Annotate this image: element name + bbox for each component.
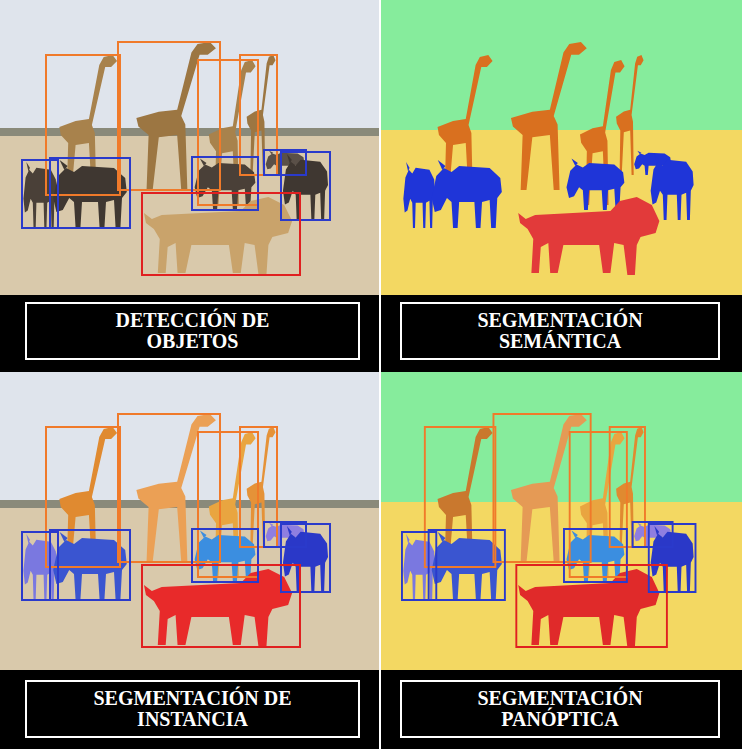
lion-mask [518,197,659,275]
bounding-box [264,522,306,547]
lion-mask [144,569,292,647]
bounding-box [402,532,436,600]
caption-band [0,295,379,372]
ground [0,128,379,295]
bounding-box [118,42,220,190]
wildebeest-mask [195,531,256,582]
caption-box: SEGMENTACIÓN DE INSTANCIA [25,680,360,738]
ground [0,500,379,670]
bounding-box [264,150,306,175]
ground-mask [381,130,742,295]
wildebeest-mask [432,160,502,228]
caption-band [0,670,379,749]
caption-box: SEGMENTACIÓN SEMÁNTICA [400,302,720,360]
bounding-box [50,158,130,228]
lion [144,197,292,275]
bounding-box [118,414,220,562]
wildebeest-mask [566,531,624,582]
caption-box: SEGMENTACIÓN PANÓPTICA [400,680,720,738]
bounding-box [649,524,696,592]
caption-box: DETECCIÓN DE OBJETOS [25,302,360,360]
wildebeest-mask [651,154,694,220]
bounding-box [22,532,58,600]
wildebeest-mask [403,162,435,228]
detection-panel [0,0,379,295]
caption-text: SEGMENTACIÓN SEMÁNTICA [440,310,680,352]
bounding-box [564,529,627,582]
instance-panel [0,372,379,670]
bounding-box [516,565,667,647]
semantic-panel [381,0,742,295]
bounding-box [493,414,590,562]
bounding-box [429,530,505,600]
ground-mask [381,502,742,670]
bounding-box [281,524,330,592]
bounding-box [142,565,300,647]
bounding-box [22,160,58,228]
bounding-box [198,60,258,205]
panoptic-panel [381,372,742,670]
caption-band [381,295,742,372]
caption-text: DETECCIÓN DE OBJETOS [73,310,313,352]
wildebeest [195,159,256,210]
horizon [0,500,379,508]
bounding-box [142,193,300,275]
caption-text: SEGMENTACIÓN PANÓPTICA [440,688,680,730]
bounding-box [570,432,627,577]
horizon [0,128,379,136]
caption-band [381,670,742,749]
bounding-box [192,157,258,210]
bounding-box [633,522,673,547]
caption-text: SEGMENTACIÓN DE INSTANCIA [73,688,313,730]
bounding-box [50,530,130,600]
bounding-box [198,432,258,577]
lion-mask [518,569,659,647]
bounding-box [192,529,258,582]
wildebeest-mask [566,159,624,210]
bounding-box [281,152,330,220]
